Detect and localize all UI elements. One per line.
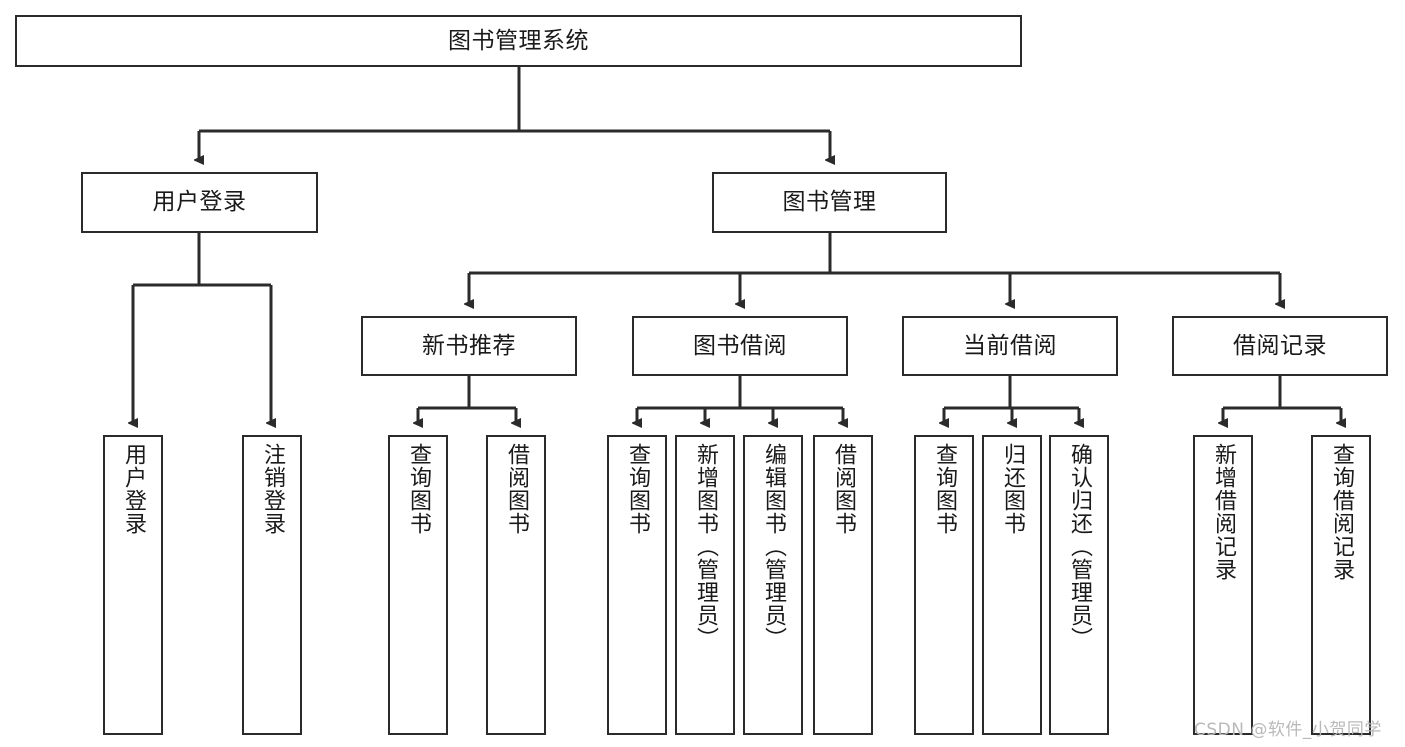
node-label: 查询图书 bbox=[405, 443, 431, 535]
leaf-borrow-book-recommend[interactable]: 借阅图书 bbox=[486, 435, 546, 735]
node-label: 图书管理系统 bbox=[448, 27, 589, 54]
node-label: 新增图书（管理员） bbox=[692, 443, 718, 650]
node-label: 图书借阅 bbox=[693, 332, 787, 359]
leaf-user-login[interactable]: 用户登录 bbox=[103, 435, 163, 735]
node-label: 借阅图书 bbox=[830, 443, 856, 535]
leaf-query-borrow-record[interactable]: 查询借阅记录 bbox=[1311, 435, 1371, 735]
node-label: 查询借阅记录 bbox=[1328, 443, 1354, 581]
node-label: 编辑图书（管理员） bbox=[760, 443, 786, 650]
leaf-add-book-admin[interactable]: 新增图书（管理员） bbox=[675, 435, 735, 735]
node-label: 用户登录 bbox=[120, 443, 146, 535]
node-book-borrow[interactable]: 图书借阅 bbox=[632, 316, 848, 376]
leaf-query-book-borrow[interactable]: 查询图书 bbox=[607, 435, 667, 735]
node-label: 借阅图书 bbox=[503, 443, 529, 535]
csdn-watermark: CSDN @软件_小贺同学 bbox=[1194, 720, 1382, 740]
node-label: 查询图书 bbox=[624, 443, 650, 535]
leaf-add-borrow-record[interactable]: 新增借阅记录 bbox=[1193, 435, 1253, 735]
node-label: 归还图书 bbox=[999, 443, 1025, 535]
node-label: 用户登录 bbox=[152, 189, 247, 216]
node-label: 确认归还（管理员） bbox=[1066, 443, 1092, 650]
node-label: 借阅记录 bbox=[1233, 332, 1327, 359]
node-book-management[interactable]: 图书管理 bbox=[712, 172, 947, 233]
node-label: 图书管理 bbox=[782, 189, 877, 216]
node-label: 新书推荐 bbox=[422, 332, 516, 359]
node-current-borrow[interactable]: 当前借阅 bbox=[902, 316, 1118, 376]
leaf-confirm-return-admin[interactable]: 确认归还（管理员） bbox=[1049, 435, 1109, 735]
node-root-system[interactable]: 图书管理系统 bbox=[15, 15, 1022, 67]
node-label: 当前借阅 bbox=[963, 332, 1057, 359]
node-borrow-record[interactable]: 借阅记录 bbox=[1172, 316, 1388, 376]
leaf-query-book-recommend[interactable]: 查询图书 bbox=[388, 435, 448, 735]
node-label: 注销登录 bbox=[259, 443, 285, 535]
node-label: 新增借阅记录 bbox=[1210, 443, 1236, 581]
node-label: 查询图书 bbox=[931, 443, 957, 535]
leaf-return-book[interactable]: 归还图书 bbox=[982, 435, 1042, 735]
leaf-query-book-current[interactable]: 查询图书 bbox=[914, 435, 974, 735]
leaf-logout[interactable]: 注销登录 bbox=[242, 435, 302, 735]
node-new-book-recommend[interactable]: 新书推荐 bbox=[361, 316, 577, 376]
leaf-borrow-book[interactable]: 借阅图书 bbox=[813, 435, 873, 735]
node-user-login[interactable]: 用户登录 bbox=[81, 172, 318, 233]
leaf-edit-book-admin[interactable]: 编辑图书（管理员） bbox=[743, 435, 803, 735]
